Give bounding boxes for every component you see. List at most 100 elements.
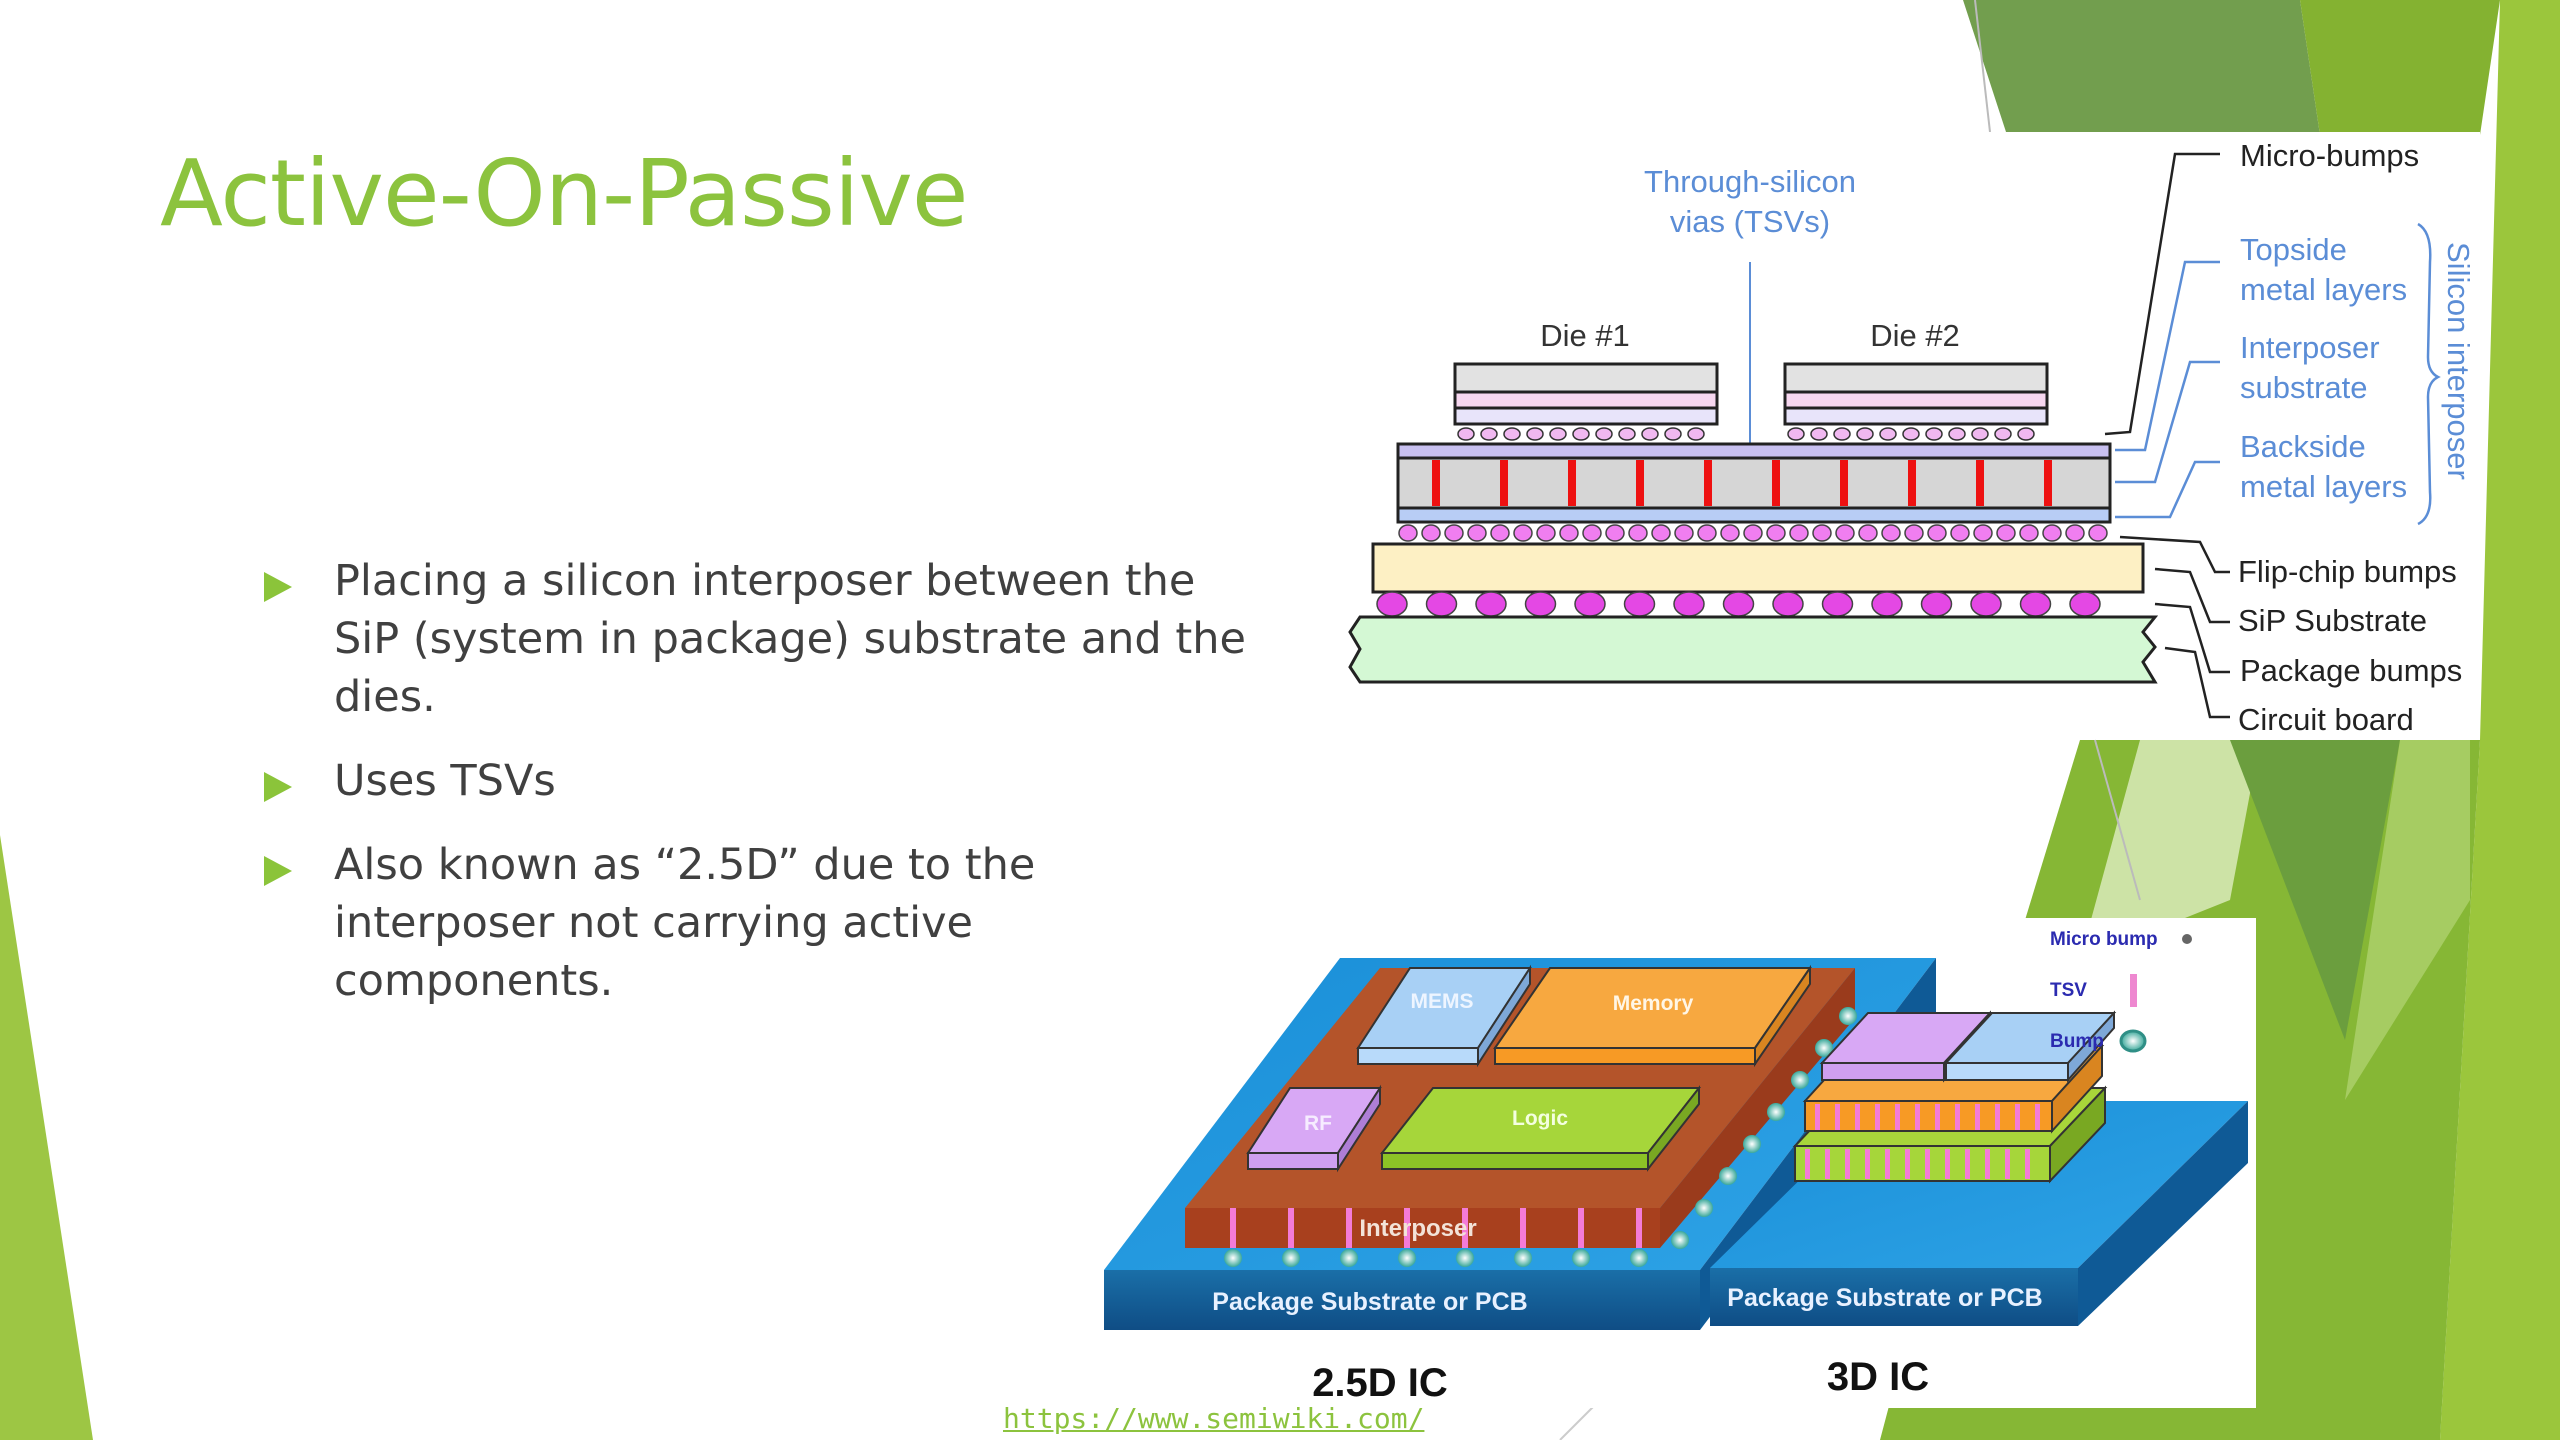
tsv-3d xyxy=(1835,1104,1840,1130)
flip-chip-bump xyxy=(1881,524,1901,542)
slide-title: Active-On-Passive xyxy=(160,140,968,247)
micro-bump xyxy=(1810,427,1828,441)
micro-bump xyxy=(1618,427,1636,441)
package-bump xyxy=(1772,591,1804,617)
tsv-columns xyxy=(1432,460,2052,506)
bullet-text: Placing a silicon interposer between the… xyxy=(334,556,1246,722)
tsv-3d xyxy=(2035,1104,2040,1130)
substrate-25d-label: Package Substrate or PCB xyxy=(1212,1288,1527,1316)
bump-25d-side xyxy=(1767,1103,1785,1121)
tsv-label-line2: vias (TSVs) xyxy=(1670,204,1830,239)
flip-chip-bump xyxy=(1858,524,1878,542)
flip-chip-bump xyxy=(1559,524,1579,542)
bump-25d-side xyxy=(1743,1135,1761,1153)
bump-25d xyxy=(1224,1249,1242,1267)
flip-chip-bump xyxy=(1582,524,1602,542)
flip-chip-bumps xyxy=(1398,524,2108,542)
legend-bump: Bump xyxy=(2050,1031,2104,1052)
tsv-25d xyxy=(1636,1208,1642,1248)
tsv-3d xyxy=(1985,1149,1990,1179)
tsv-3d xyxy=(1935,1104,1940,1130)
pointer-topside xyxy=(2115,260,2220,452)
legend: Micro bump TSV Bump xyxy=(2050,929,2192,1053)
flip-chip-bump xyxy=(1697,524,1717,542)
substrate-3d-label: Package Substrate or PCB xyxy=(1727,1284,2042,1312)
bullet-arrow-icon xyxy=(264,772,292,802)
interposer-label: Interposer xyxy=(1359,1215,1476,1242)
chip-mems-label: MEMS xyxy=(1411,990,1474,1013)
chip-logic: Logic xyxy=(1379,1085,1702,1172)
chip-memory: Memory xyxy=(1493,964,1812,1068)
tsv-25d xyxy=(1230,1208,1236,1248)
micro-bump xyxy=(1503,427,1521,441)
die-2-label: Die #2 xyxy=(1870,318,1960,353)
tsv xyxy=(1908,460,1916,506)
micro-bump xyxy=(1526,427,1544,441)
micro-bumps xyxy=(1457,427,2035,441)
bg-shape-top-dark xyxy=(1963,0,2320,135)
pointer-circuit-board xyxy=(2164,646,2230,719)
tsv xyxy=(1840,460,1848,506)
tsv xyxy=(1432,460,1440,506)
package-bump xyxy=(1970,591,2002,617)
tsv-icon xyxy=(2130,974,2137,1007)
bump-25d xyxy=(1340,1249,1358,1267)
micro-bump xyxy=(1948,427,1966,441)
flip-chip-bump xyxy=(2088,524,2108,542)
tsv xyxy=(1568,460,1576,506)
source-link[interactable]: https://www.semiwiki.com/ xyxy=(1003,1402,1425,1435)
tsv-3d xyxy=(1925,1149,1930,1179)
bullet-text: Also known as “2.5D” due to the interpos… xyxy=(334,840,1036,1006)
tsv xyxy=(1704,460,1712,506)
bullet-text: Uses TSVs xyxy=(334,756,556,806)
flip-chip-bump xyxy=(1789,524,1809,542)
flip-chip-bump xyxy=(1536,524,1556,542)
package-bump xyxy=(1376,591,1408,617)
label-sip-substrate: SiP Substrate xyxy=(2238,603,2427,638)
bullet-list: Placing a silicon interposer between the… xyxy=(262,552,1262,1036)
label-topside-1: Topside xyxy=(2240,232,2347,267)
micro-bump xyxy=(1902,427,1920,441)
package-bump xyxy=(1524,591,1557,617)
chip-rf-label: RF xyxy=(1304,1112,1332,1135)
bump-25d-side xyxy=(1839,1007,1857,1025)
flip-chip-bump xyxy=(2065,524,2085,542)
label-backside-1: Backside xyxy=(2240,429,2366,464)
micro-bump-icon xyxy=(2182,934,2192,944)
flip-chip-bump xyxy=(1490,524,1510,542)
flip-chip-bump xyxy=(1513,524,1533,542)
bump-25d-side xyxy=(1671,1231,1689,1249)
label-silicon-interposer: Silicon interposer xyxy=(2441,242,2476,480)
bullet-item: Uses TSVs xyxy=(262,752,1262,810)
tsv-columns-3d xyxy=(1805,1104,2040,1179)
tsv-3d xyxy=(1855,1104,1860,1130)
bump-25d xyxy=(1398,1249,1416,1267)
micro-bump xyxy=(1641,427,1659,441)
flip-chip-bump xyxy=(1996,524,2016,542)
pointer-flip-chip xyxy=(2119,535,2230,574)
tsv xyxy=(1500,460,1508,506)
tsv-3d xyxy=(1915,1104,1920,1130)
tsv-3d xyxy=(1845,1149,1850,1179)
bump-25d xyxy=(1282,1249,1300,1267)
bump-25d xyxy=(1572,1249,1590,1267)
package-bumps xyxy=(1376,591,2101,617)
micro-bump xyxy=(1549,427,1567,441)
micro-bump xyxy=(1994,427,2012,441)
micro-bump xyxy=(1856,427,1874,441)
micro-bump xyxy=(1664,427,1682,441)
micro-bump xyxy=(1572,427,1590,441)
tsv-3d xyxy=(1905,1149,1910,1179)
package-bump xyxy=(1920,591,1953,617)
package-bump xyxy=(1425,591,1458,617)
label-interposer-1: Interposer xyxy=(2240,330,2380,365)
label-micro-bumps: Micro-bumps xyxy=(2240,138,2419,173)
tsv-25d xyxy=(1578,1208,1584,1248)
flip-chip-bump xyxy=(1973,524,1993,542)
tsv-25d xyxy=(1288,1208,1294,1248)
flip-chip-bump xyxy=(1904,524,1924,542)
bg-shape-top-mid xyxy=(2300,0,2500,135)
substrate-3d: Package Substrate or PCB xyxy=(1710,1101,2248,1326)
package-bump xyxy=(1821,591,1854,617)
bullet-arrow-icon xyxy=(264,572,292,602)
